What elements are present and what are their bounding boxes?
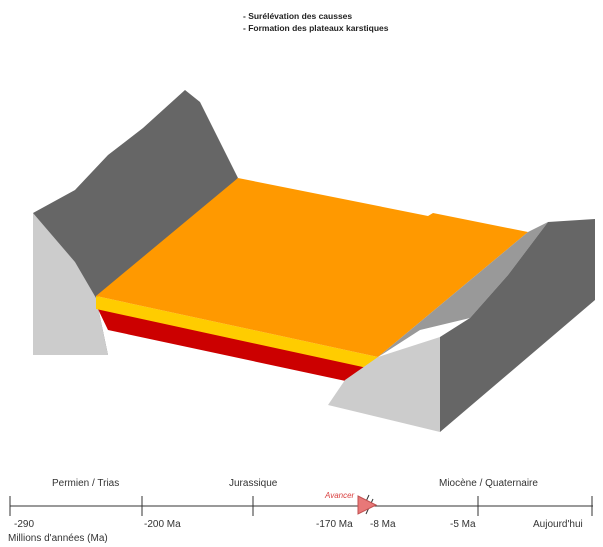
period-miocene-quaternaire: Miocène / Quaternaire xyxy=(439,478,538,489)
timeline: Permien / Trias Jurassique Miocène / Qua… xyxy=(0,470,603,547)
tick-label-170: -170 Ma xyxy=(316,519,353,530)
advance-marker-icon[interactable] xyxy=(357,495,378,515)
red-sediment-layer xyxy=(96,305,372,383)
caption: - Surélévation des causses - Formation d… xyxy=(243,10,388,34)
advance-button[interactable]: Avancer xyxy=(325,491,355,500)
tick-label-8: -8 Ma xyxy=(370,519,396,530)
tick-label-290: -290 xyxy=(14,519,35,530)
period-permien-trias: Permien / Trias xyxy=(52,478,120,489)
caption-line-karst-plateaus: - Formation des plateaux karstiques xyxy=(243,23,389,33)
tick-label-200: -200 Ma xyxy=(144,519,181,530)
right-massif-side-face xyxy=(440,219,595,432)
tick-label-5: -5 Ma xyxy=(450,519,476,530)
timeline-axis xyxy=(9,494,593,516)
causse-plateau-surface xyxy=(96,178,528,357)
right-massif-back-face xyxy=(378,222,548,357)
right-massif-front-face xyxy=(328,337,440,432)
period-jurassique: Jurassique xyxy=(229,478,278,489)
caption-line-uplift: - Surélévation des causses xyxy=(243,11,353,21)
geology-block-diagram xyxy=(33,90,595,432)
tick-label-today: Aujourd'hui xyxy=(533,519,583,530)
yellow-limestone-layer xyxy=(96,296,378,369)
timeline-unit-label: Millions d'années (Ma) xyxy=(8,533,108,544)
left-massif-front-face xyxy=(33,213,108,355)
